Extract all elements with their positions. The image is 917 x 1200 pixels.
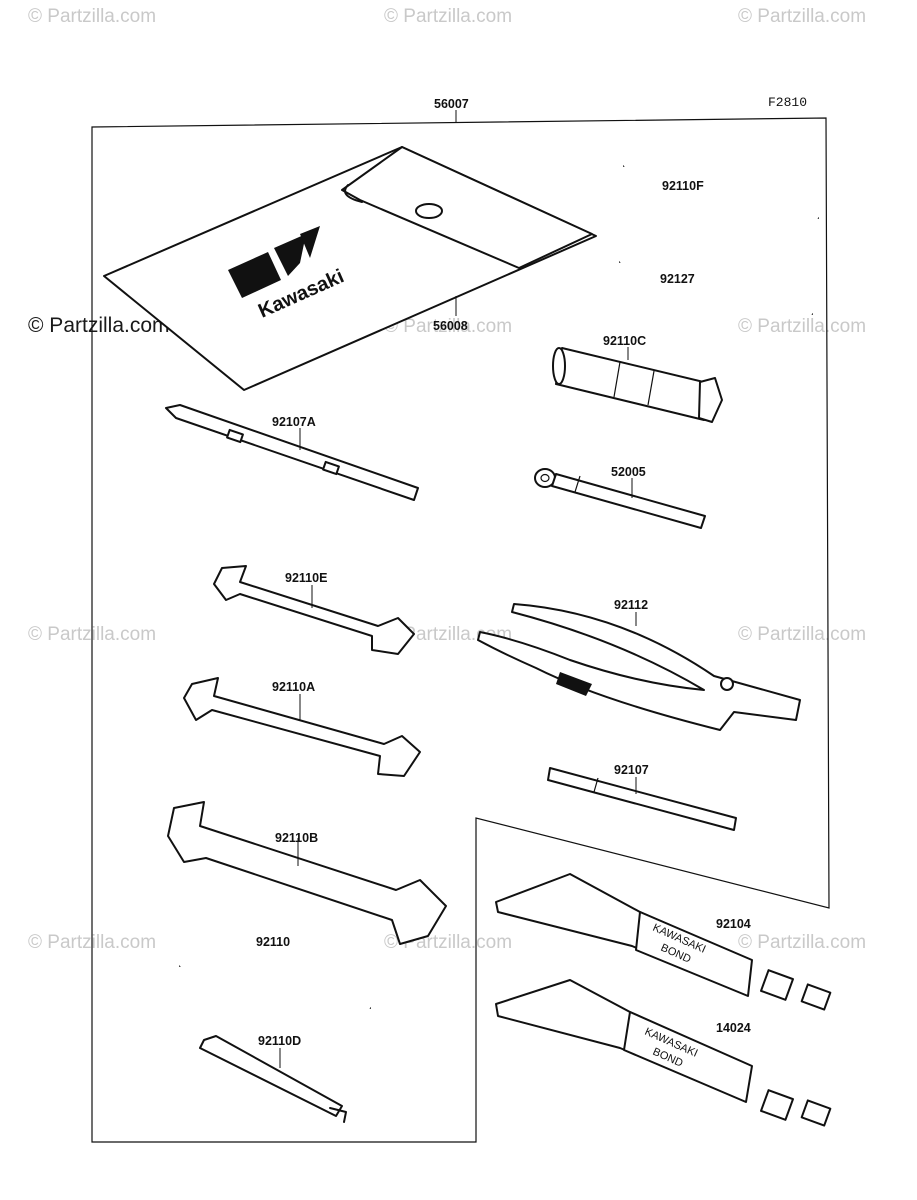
bond-tube: KAWASAKI BOND xyxy=(495,979,832,1127)
watermark: © Partzilla.com xyxy=(738,316,866,337)
hex-key xyxy=(623,143,819,220)
figure-code: F2810 xyxy=(768,95,807,110)
label-14024: 14024 xyxy=(716,1021,751,1035)
screwdriver-handle xyxy=(165,404,419,501)
pliers xyxy=(477,603,801,731)
watermark: © Partzilla.com xyxy=(738,624,866,645)
screwdriver-shaft xyxy=(199,1035,347,1123)
open-end-wrench xyxy=(183,677,421,777)
watermark: © Partzilla.com xyxy=(28,314,170,337)
watermark: © Partzilla.com xyxy=(384,6,512,27)
watermark: © Partzilla.com xyxy=(384,316,512,337)
label-52005: 52005 xyxy=(611,465,646,479)
kit-outline xyxy=(91,117,830,1143)
label-56008: 56008 xyxy=(433,319,468,333)
tool-pouch: Kawasaki xyxy=(103,146,597,391)
watermark: © Partzilla.com xyxy=(738,6,866,27)
watermark: © Partzilla.com xyxy=(28,6,156,27)
label-92110F: 92110F xyxy=(662,179,704,193)
label-92110A: 92110A xyxy=(272,680,315,694)
label-92110D: 92110D xyxy=(258,1034,301,1048)
label-92110B: 92110B xyxy=(275,831,318,845)
label-92112: 92112 xyxy=(614,598,648,612)
label-56007: 56007 xyxy=(434,97,469,111)
label-92110E: 92110E xyxy=(285,571,327,585)
label-92107A: 92107A xyxy=(272,415,316,429)
hex-key xyxy=(619,237,813,316)
spark-plug-wrench xyxy=(552,347,723,423)
open-end-wrench xyxy=(167,801,447,945)
label-92104: 92104 xyxy=(716,917,751,931)
watermarks: © Partzilla.com © Partzilla.com © Partzi… xyxy=(28,6,866,953)
label-92110C: 92110C xyxy=(603,334,646,348)
label-92107: 92107 xyxy=(614,763,649,777)
label-92110: 92110 xyxy=(256,935,290,949)
watermark: © Partzilla.com xyxy=(738,932,866,953)
open-end-wrench xyxy=(213,565,415,655)
extension-handle xyxy=(534,468,706,529)
screwdriver-bit xyxy=(547,767,737,831)
label-92127: 92127 xyxy=(660,272,695,286)
hex-key xyxy=(179,936,371,1010)
